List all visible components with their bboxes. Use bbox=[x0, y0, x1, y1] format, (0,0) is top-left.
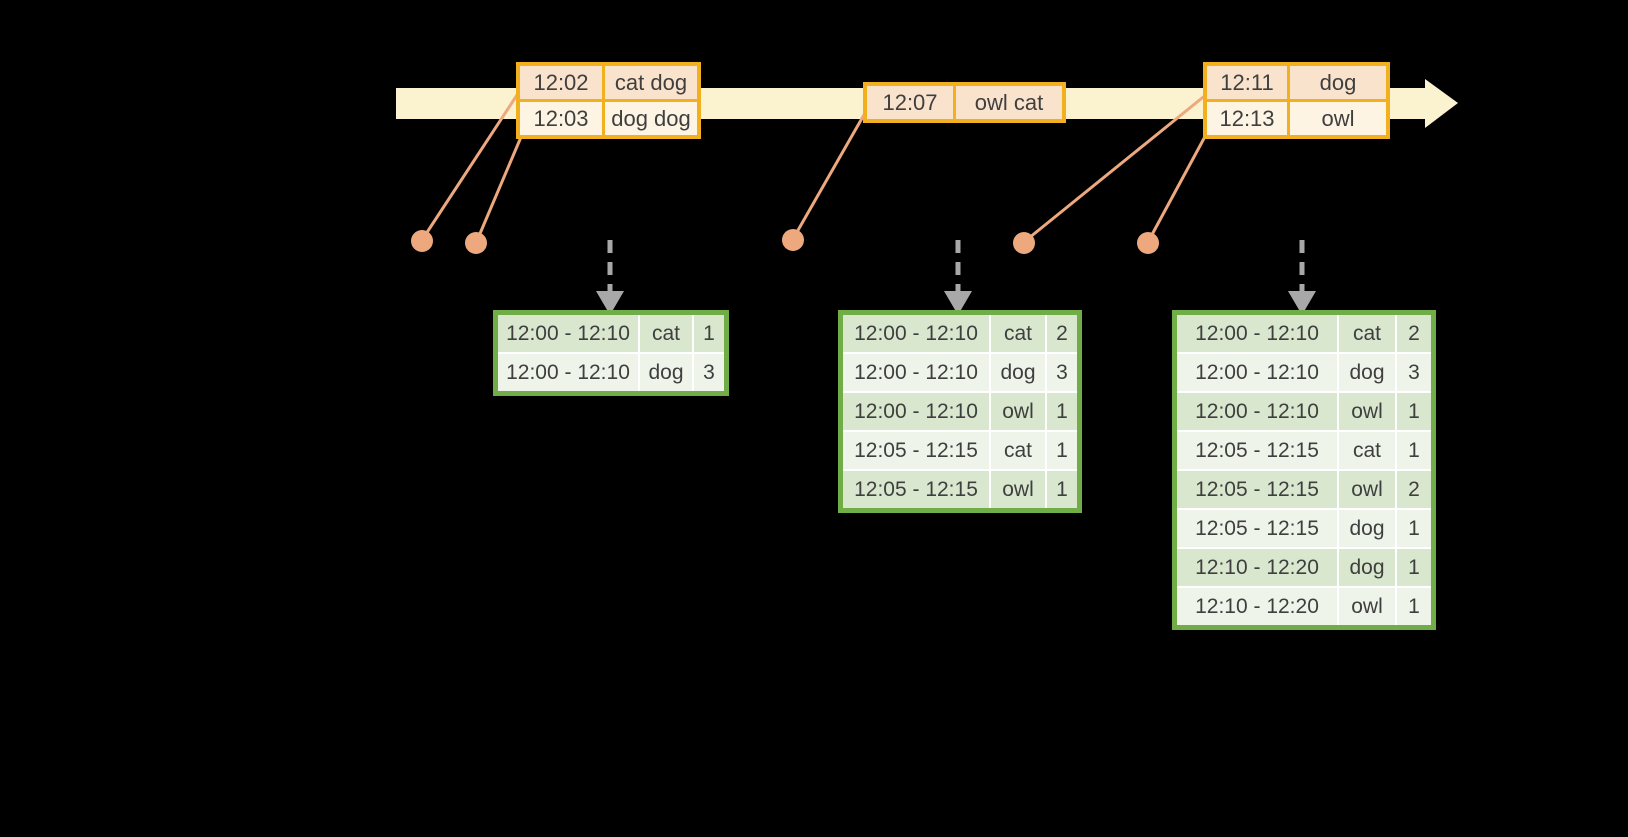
window-cell: 12:00 - 12:10 bbox=[843, 354, 989, 391]
time-cell: 12:02 bbox=[520, 66, 602, 99]
count-cell: 1 bbox=[1047, 432, 1077, 469]
count-cell: 2 bbox=[1397, 471, 1431, 508]
count-cell: 1 bbox=[1397, 432, 1431, 469]
window-cell: 12:00 - 12:10 bbox=[843, 315, 989, 352]
time-cell: 12:11 bbox=[1207, 66, 1287, 99]
words-cell: dog bbox=[1290, 66, 1386, 99]
word-cell: dog bbox=[991, 354, 1045, 391]
window-cell: 12:05 - 12:15 bbox=[1177, 510, 1337, 547]
count-cell: 3 bbox=[694, 354, 724, 391]
window-cell: 12:00 - 12:10 bbox=[843, 393, 989, 430]
count-cell: 1 bbox=[1397, 510, 1431, 547]
window-cell: 12:10 - 12:20 bbox=[1177, 588, 1337, 625]
word-cell: owl bbox=[1339, 393, 1395, 430]
words-cell: owl cat bbox=[956, 86, 1062, 119]
word-cell: cat bbox=[991, 315, 1045, 352]
count-cell: 1 bbox=[1047, 471, 1077, 508]
window-cell: 12:00 - 12:10 bbox=[1177, 393, 1337, 430]
count-cell: 1 bbox=[1397, 549, 1431, 586]
trigger-arrow-icon bbox=[944, 240, 972, 315]
word-cell: owl bbox=[1339, 471, 1395, 508]
count-cell: 1 bbox=[1397, 588, 1431, 625]
words-cell: cat dog bbox=[605, 66, 697, 99]
event-connector-lines bbox=[420, 91, 1210, 244]
word-cell: dog bbox=[640, 354, 692, 391]
word-cell: dog bbox=[1339, 549, 1395, 586]
window-cell: 12:05 - 12:15 bbox=[843, 432, 989, 469]
window-cell: 12:00 - 12:10 bbox=[498, 354, 638, 391]
event-dot bbox=[411, 230, 433, 252]
window-cell: 12:05 - 12:15 bbox=[1177, 432, 1337, 469]
word-cell: owl bbox=[1339, 588, 1395, 625]
time-cell: 12:13 bbox=[1207, 102, 1287, 135]
words-cell: dog dog bbox=[605, 102, 697, 135]
count-cell: 1 bbox=[1397, 393, 1431, 430]
word-cell: cat bbox=[991, 432, 1045, 469]
word-cell: owl bbox=[991, 471, 1045, 508]
event-dot bbox=[1013, 232, 1035, 254]
word-cell: cat bbox=[640, 315, 692, 352]
word-cell: dog bbox=[1339, 510, 1395, 547]
word-cell: owl bbox=[991, 393, 1045, 430]
time-cell: 12:03 bbox=[520, 102, 602, 135]
time-cell: 12:07 bbox=[867, 86, 953, 119]
word-cell: cat bbox=[1339, 432, 1395, 469]
count-cell: 1 bbox=[1047, 393, 1077, 430]
event-dot bbox=[465, 232, 487, 254]
count-cell: 3 bbox=[1397, 354, 1431, 391]
count-cell: 1 bbox=[694, 315, 724, 352]
window-cell: 12:05 - 12:15 bbox=[843, 471, 989, 508]
window-cell: 12:10 - 12:20 bbox=[1177, 549, 1337, 586]
count-cell: 2 bbox=[1047, 315, 1077, 352]
count-cell: 3 bbox=[1047, 354, 1077, 391]
event-dot bbox=[782, 229, 804, 251]
window-cell: 12:00 - 12:10 bbox=[498, 315, 638, 352]
trigger-arrow-icon bbox=[596, 240, 624, 315]
word-cell: dog bbox=[1339, 354, 1395, 391]
words-cell: owl bbox=[1290, 102, 1386, 135]
word-cell: cat bbox=[1339, 315, 1395, 352]
count-cell: 2 bbox=[1397, 315, 1431, 352]
event-dot bbox=[1137, 232, 1159, 254]
window-cell: 12:05 - 12:15 bbox=[1177, 471, 1337, 508]
window-cell: 12:00 - 12:10 bbox=[1177, 315, 1337, 352]
window-cell: 12:00 - 12:10 bbox=[1177, 354, 1337, 391]
trigger-arrow-icon bbox=[1288, 240, 1316, 315]
